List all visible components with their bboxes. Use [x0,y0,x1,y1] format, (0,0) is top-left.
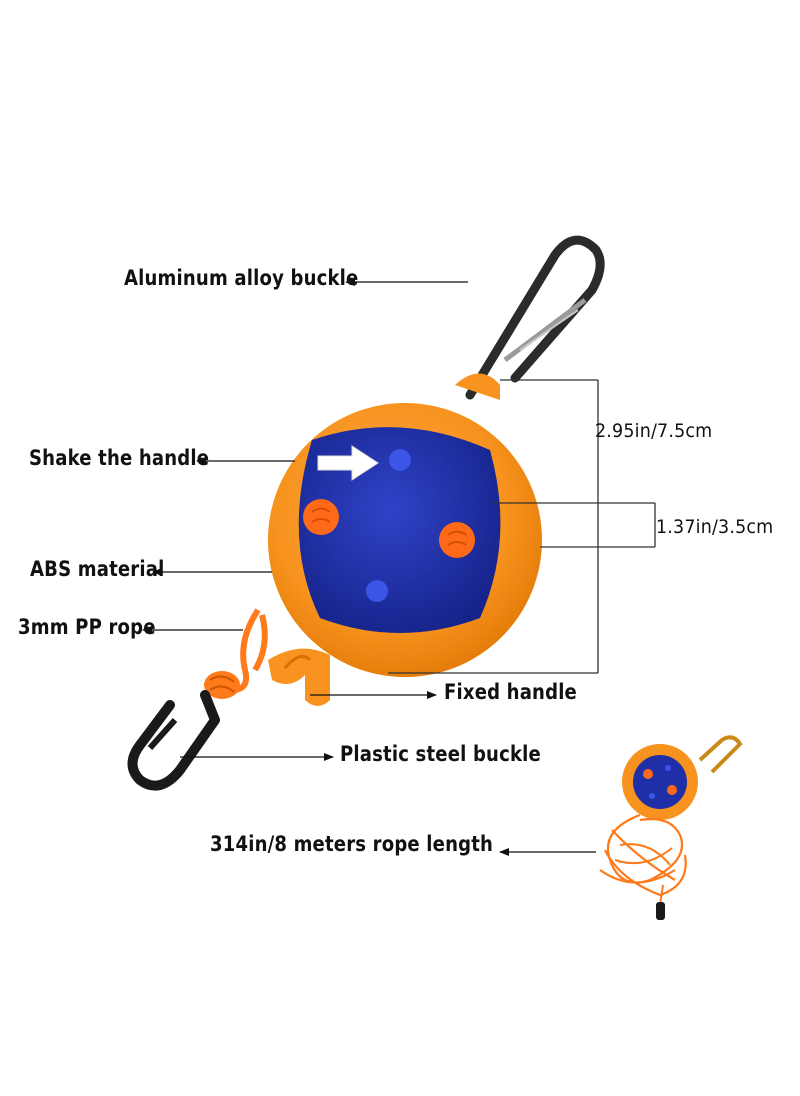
pp-rope [204,608,268,699]
plastic-buckle-icon [127,690,220,791]
label-abs-material: ABS material [30,557,165,581]
label-aluminum-buckle: Aluminum alloy buckle [124,266,359,290]
label-fixed-handle: Fixed handle [444,680,577,704]
aluminum-carabiner-icon [465,235,605,400]
dimension-lines [388,379,656,674]
white-arrow-icon [317,445,379,481]
label-shake-handle: Shake the handle [29,446,210,470]
rope-coil-inset [599,735,743,920]
label-rope-length: 314in/8 meters rope length [210,832,494,856]
label-inner-diameter: 1.37in/3.5cm [656,516,774,538]
blue-reel [298,427,501,633]
label-pp-rope: 3mm PP rope [18,615,156,639]
label-plastic-buckle: Plastic steel buckle [340,742,541,766]
callout-arrows [142,278,596,856]
label-outer-diameter: 2.95in/7.5cm [595,420,713,442]
